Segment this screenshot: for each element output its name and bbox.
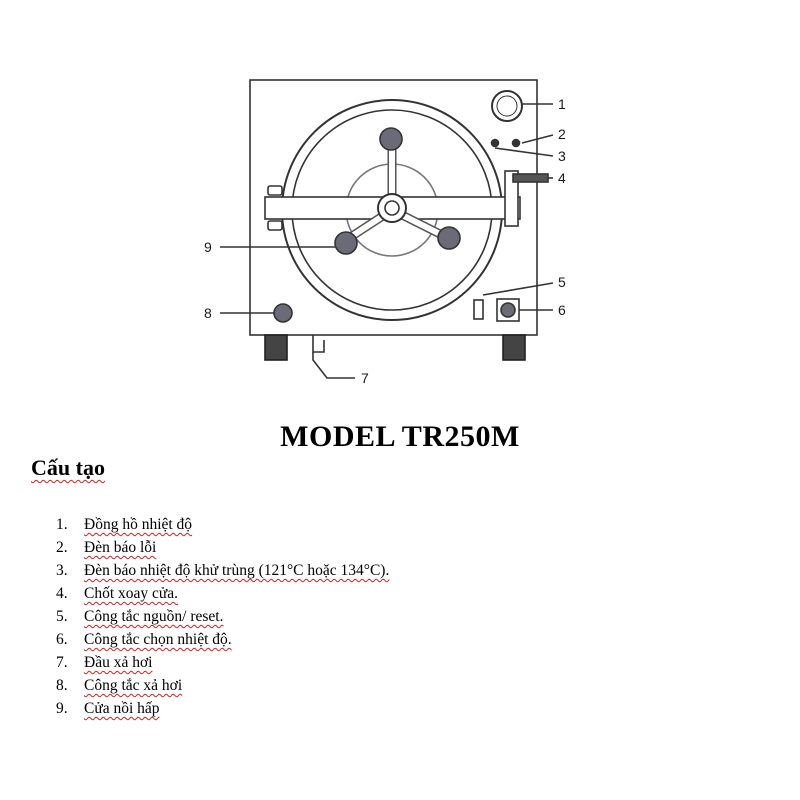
callout-4: 4 xyxy=(558,170,566,186)
temperature-gauge xyxy=(491,90,523,122)
latch-block xyxy=(504,170,519,227)
callout-6: 6 xyxy=(558,302,566,318)
autoclave-body xyxy=(249,79,538,336)
parts-list: 1. Đồng hồ nhiệt độ 2. Đèn báo lỗi 3. Đèn b… xyxy=(56,513,389,720)
knob-left xyxy=(334,231,358,255)
list-text: Đầu xả hơi xyxy=(84,654,153,671)
callout-8: 8 xyxy=(204,305,212,321)
list-text: Công tắc nguồn/ reset. xyxy=(84,608,224,625)
list-text: Đèn báo lỗi xyxy=(84,539,157,556)
list-number: 4. xyxy=(56,585,68,602)
knob-top xyxy=(379,127,403,151)
power-switch xyxy=(473,299,484,320)
list-text: Công tắc chọn nhiệt độ. xyxy=(84,631,232,648)
callout-3: 3 xyxy=(558,148,566,164)
left-foot xyxy=(264,334,288,361)
list-number: 1. xyxy=(56,516,68,533)
list-item: 6. Công tắc chọn nhiệt độ. xyxy=(56,628,389,651)
model-title: MODEL TR250M xyxy=(280,420,520,453)
list-item: 2. Đèn báo lỗi xyxy=(56,536,389,559)
autoclave-diagram: 1 2 3 4 5 6 7 8 9 xyxy=(204,79,566,386)
section-heading: Cấu tạo xyxy=(31,455,105,480)
list-number: 8. xyxy=(56,677,68,694)
sterilization-lamp xyxy=(490,138,500,148)
hinge-top xyxy=(267,185,283,196)
list-number: 7. xyxy=(56,654,68,671)
hinge-bottom xyxy=(267,220,283,231)
steam-outlet xyxy=(312,335,325,353)
door-lock-bolt xyxy=(512,173,549,183)
list-text: Chốt xoay cửa. xyxy=(84,585,179,602)
callout-2: 2 xyxy=(558,126,566,142)
list-item: 1. Đồng hồ nhiệt độ xyxy=(56,513,389,536)
list-item: 7. Đầu xả hơi xyxy=(56,651,389,674)
list-item: 9. Cửa nồi hấp xyxy=(56,697,389,720)
list-text: Cửa nồi hấp xyxy=(84,700,160,717)
callout-1: 1 xyxy=(558,96,566,112)
list-item: 3. Đèn báo nhiệt độ khử trùng (121°C hoặc… xyxy=(56,559,389,582)
list-number: 5. xyxy=(56,608,68,625)
error-lamp xyxy=(511,138,521,148)
list-number: 3. xyxy=(56,562,68,579)
knob-right xyxy=(437,226,461,250)
list-text: Công tắc xả hơi xyxy=(84,677,183,694)
list-item: 8. Công tắc xả hơi xyxy=(56,674,389,697)
list-item: 5. Công tắc nguồn/ reset. xyxy=(56,605,389,628)
right-foot xyxy=(502,334,526,361)
callout-7: 7 xyxy=(361,370,369,386)
list-number: 2. xyxy=(56,539,68,556)
callout-5: 5 xyxy=(558,274,566,290)
list-text: Đồng hồ nhiệt độ xyxy=(84,516,193,533)
list-number: 6. xyxy=(56,631,68,648)
list-item: 4. Chốt xoay cửa. xyxy=(56,582,389,605)
list-number: 9. xyxy=(56,700,68,717)
vent-switch xyxy=(273,303,293,323)
callout-9: 9 xyxy=(204,239,212,255)
list-text: Đèn báo nhiệt độ khử trùng (121°C hoặc 1… xyxy=(84,562,390,579)
